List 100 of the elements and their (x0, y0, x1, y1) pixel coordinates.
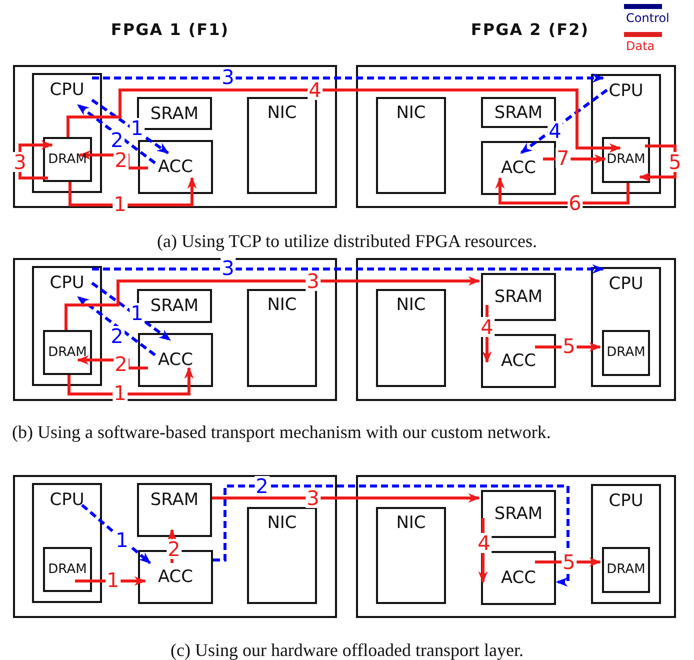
component-label: DRAM (606, 151, 646, 169)
edge-label: 1 (106, 570, 120, 590)
component-label: NIC (396, 103, 426, 123)
edge-label: 2 (110, 326, 124, 346)
component-label: ACC (158, 567, 194, 587)
dashed-arrow (92, 264, 604, 274)
edge-label: 2 (254, 476, 270, 496)
panel-heading: FPGA 2 (F2) (470, 19, 590, 41)
component-label: NIC (396, 513, 426, 533)
dashed-arrow (91, 282, 171, 342)
component-label: DRAM (606, 344, 646, 362)
component-label: DRAM (606, 561, 646, 579)
arrow (535, 342, 602, 352)
arrow (212, 493, 480, 503)
dashed-arrow (92, 73, 604, 83)
component-label: SRAM (494, 287, 543, 307)
edge-label: 3 (306, 271, 320, 291)
component-box (481, 551, 556, 605)
component-box (43, 330, 92, 375)
panel-heading: FPGA 1 (F1) (110, 19, 230, 41)
edge-label: 1 (112, 383, 128, 403)
component-label: DRAM (48, 150, 87, 168)
arrow (535, 557, 602, 567)
component-box (591, 267, 661, 387)
component-label: SRAM (494, 102, 543, 122)
arrow (543, 154, 606, 164)
component-label: NIC (267, 513, 297, 533)
edge-label: 5 (562, 552, 576, 572)
component-label: NIC (267, 295, 297, 315)
component-box (247, 97, 317, 194)
component-label: DRAM (48, 344, 87, 362)
component-box (602, 547, 650, 593)
component-label: CPU (50, 490, 84, 510)
component-label: ACC (158, 157, 194, 177)
figure-caption: (a) Using TCP to utilize distributed FPGA resources. (156, 230, 538, 253)
component-box (32, 483, 102, 603)
arrow (76, 355, 148, 370)
dashed-arrow (91, 98, 169, 154)
edge-label: 2 (114, 150, 128, 170)
component-label: CPU (50, 273, 84, 293)
component-box (32, 266, 102, 386)
arrow (68, 366, 194, 396)
legend-label: Data (626, 39, 655, 53)
component-box (591, 484, 661, 604)
component-label: ACC (158, 350, 194, 370)
component-label: CPU (608, 81, 644, 101)
arrow (167, 528, 177, 563)
component-label: ACC (500, 568, 536, 588)
legend-label: Control (626, 11, 670, 25)
edge-label: 4 (480, 317, 494, 337)
arrow (638, 144, 676, 182)
edge-label: 2 (114, 354, 128, 374)
edge-label: 3 (306, 488, 320, 508)
arrow (495, 176, 630, 204)
component-box (376, 97, 446, 194)
component-label: NIC (396, 295, 426, 315)
component-box (481, 334, 556, 388)
dashed-arrow (77, 104, 156, 164)
edge-label: 3 (220, 67, 236, 87)
arrow (478, 518, 488, 584)
fpga-board-box (13, 475, 337, 618)
component-label: ACC (500, 351, 536, 371)
edge-label: 4 (308, 80, 322, 100)
dashed-arrow (213, 484, 570, 587)
edge-label: 4 (476, 533, 492, 553)
figure-caption: (b) Using a software-based transport mechanism with our custom network. (12, 421, 552, 444)
arrow (68, 176, 197, 206)
edge-label: 4 (548, 121, 562, 141)
edge-label: 7 (556, 148, 570, 168)
component-box (32, 73, 102, 193)
component-box (376, 507, 446, 604)
edge-label: 2 (110, 130, 124, 150)
edge-label: 1 (130, 118, 144, 138)
figure-caption: (c) Using our hardware offloaded transport layer. (169, 639, 525, 660)
component-box (481, 273, 556, 321)
component-label: SRAM (494, 504, 543, 524)
component-box (602, 330, 650, 376)
component-box (376, 289, 446, 387)
arrow (64, 276, 480, 330)
fpga-board-box (13, 258, 337, 401)
component-box (43, 547, 92, 592)
arrow (78, 150, 148, 170)
component-box (137, 483, 212, 537)
component-box (481, 141, 556, 195)
dashed-arrow (77, 296, 156, 356)
edge-label: 6 (568, 193, 582, 213)
component-box (138, 140, 213, 194)
fpga-board-box (356, 475, 676, 618)
edge-label: 3 (220, 258, 236, 278)
edge-label: 5 (562, 336, 576, 356)
component-label: CPU (608, 491, 644, 511)
component-label: SRAM (150, 490, 199, 510)
component-label: ACC (500, 158, 536, 178)
edge-label: 1 (130, 303, 144, 323)
component-box (43, 137, 92, 182)
component-label: SRAM (150, 296, 199, 316)
edge-label: 1 (112, 194, 128, 214)
arrow (66, 88, 622, 153)
component-label: CPU (50, 80, 84, 100)
component-box (247, 289, 317, 387)
